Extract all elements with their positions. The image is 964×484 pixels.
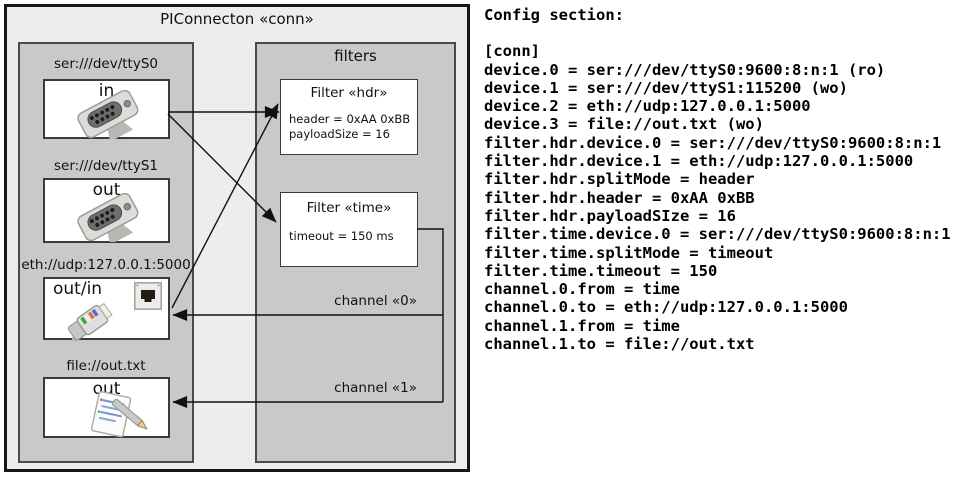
device-port-direction: out <box>92 180 121 200</box>
filter-hdr-attr-header: header = 0xAA 0xBB <box>289 112 411 126</box>
filter-time-attr-timeout: timeout = 150 ms <box>289 229 394 243</box>
config-line: device.0 = ser:///dev/ttyS0:9600:8:n:1 (… <box>484 60 886 79</box>
ethernet-plug-icon <box>67 302 113 341</box>
filter-time-title: Filter «time» <box>306 200 392 216</box>
device-label-eth: eth://udp:127.0.0.1:5000 <box>21 257 191 273</box>
config-section: Config section: [conn] device.0 = ser://… <box>484 6 962 353</box>
config-line: channel.1.from = time <box>484 316 680 335</box>
filter-hdr-attr-payloadsize: payloadSize = 16 <box>289 127 390 141</box>
config-lines: [conn] device.0 = ser:///dev/ttyS0:9600:… <box>484 42 962 353</box>
config-line: filter.hdr.header = 0xAA 0xBB <box>484 188 755 207</box>
config-heading: Config section: <box>484 6 624 24</box>
channel-0-label: channel «0» <box>334 293 417 309</box>
config-line: filter.time.device.0 = ser:///dev/ttyS0:… <box>484 225 951 244</box>
config-line: filter.time.splitMode = timeout <box>484 243 774 262</box>
serial-connector-icon <box>77 89 139 139</box>
device-label-ttys1: ser:///dev/ttyS1 <box>54 158 158 174</box>
device-label-file: file://out.txt <box>66 358 146 374</box>
config-line: filter.hdr.device.1 = eth://udp:127.0.0.… <box>484 152 914 171</box>
config-line: filter.hdr.splitMode = header <box>484 170 755 189</box>
config-line: filter.hdr.payloadSIze = 16 <box>484 206 736 225</box>
filter-time-box: Filter «time» timeout = 150 ms <box>280 192 418 267</box>
device-box-ttys0: in <box>43 79 170 139</box>
notepad-icon <box>90 391 148 438</box>
component-title: PIConnecton «conn» <box>160 10 314 28</box>
ethernet-jack-icon <box>134 282 162 310</box>
device-port-direction: out/in <box>53 279 103 299</box>
config-line: channel.1.to = file://out.txt <box>484 335 755 354</box>
filter-hdr-title: Filter «hdr» <box>310 85 388 101</box>
device-port-direction: in <box>98 81 115 101</box>
channel-1-label: channel «1» <box>334 380 417 396</box>
config-line: filter.time.timeout = 150 <box>484 261 718 280</box>
config-line: device.1 = ser:///dev/ttyS1:115200 (wo) <box>484 78 848 97</box>
device-box-eth: out/in <box>43 277 170 341</box>
config-line: [conn] <box>484 42 540 61</box>
device-box-ttys1: out <box>43 178 170 243</box>
filters-panel-title: filters <box>334 47 377 65</box>
config-line: channel.0.to = eth://udp:127.0.0.1:5000 <box>484 298 848 317</box>
filter-hdr-box: Filter «hdr» header = 0xAA 0xBB payloadS… <box>280 79 418 155</box>
device-box-file: out <box>43 377 170 438</box>
config-line: channel.0.from = time <box>484 280 680 299</box>
config-line: device.3 = file://out.txt (wo) <box>484 115 764 134</box>
config-line: filter.hdr.device.0 = ser:///dev/ttyS0:9… <box>484 133 942 152</box>
device-label-ttys0: ser:///dev/ttyS0 <box>54 56 158 72</box>
config-line: device.2 = eth://udp:127.0.0.1:5000 <box>484 97 811 116</box>
serial-connector-icon <box>77 192 139 242</box>
